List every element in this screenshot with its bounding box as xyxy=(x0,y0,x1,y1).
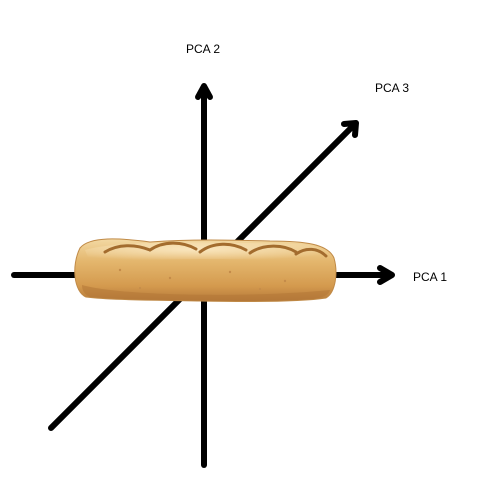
pca2-label: PCA 2 xyxy=(186,42,221,56)
pca1-label: PCA 1 xyxy=(413,270,448,284)
pca1-arrowhead xyxy=(377,265,395,285)
pca3-arrowhead xyxy=(341,120,359,138)
pca3-label: PCA 3 xyxy=(375,81,410,95)
baguette-image xyxy=(74,238,337,303)
pca2-arrowhead xyxy=(195,83,213,100)
